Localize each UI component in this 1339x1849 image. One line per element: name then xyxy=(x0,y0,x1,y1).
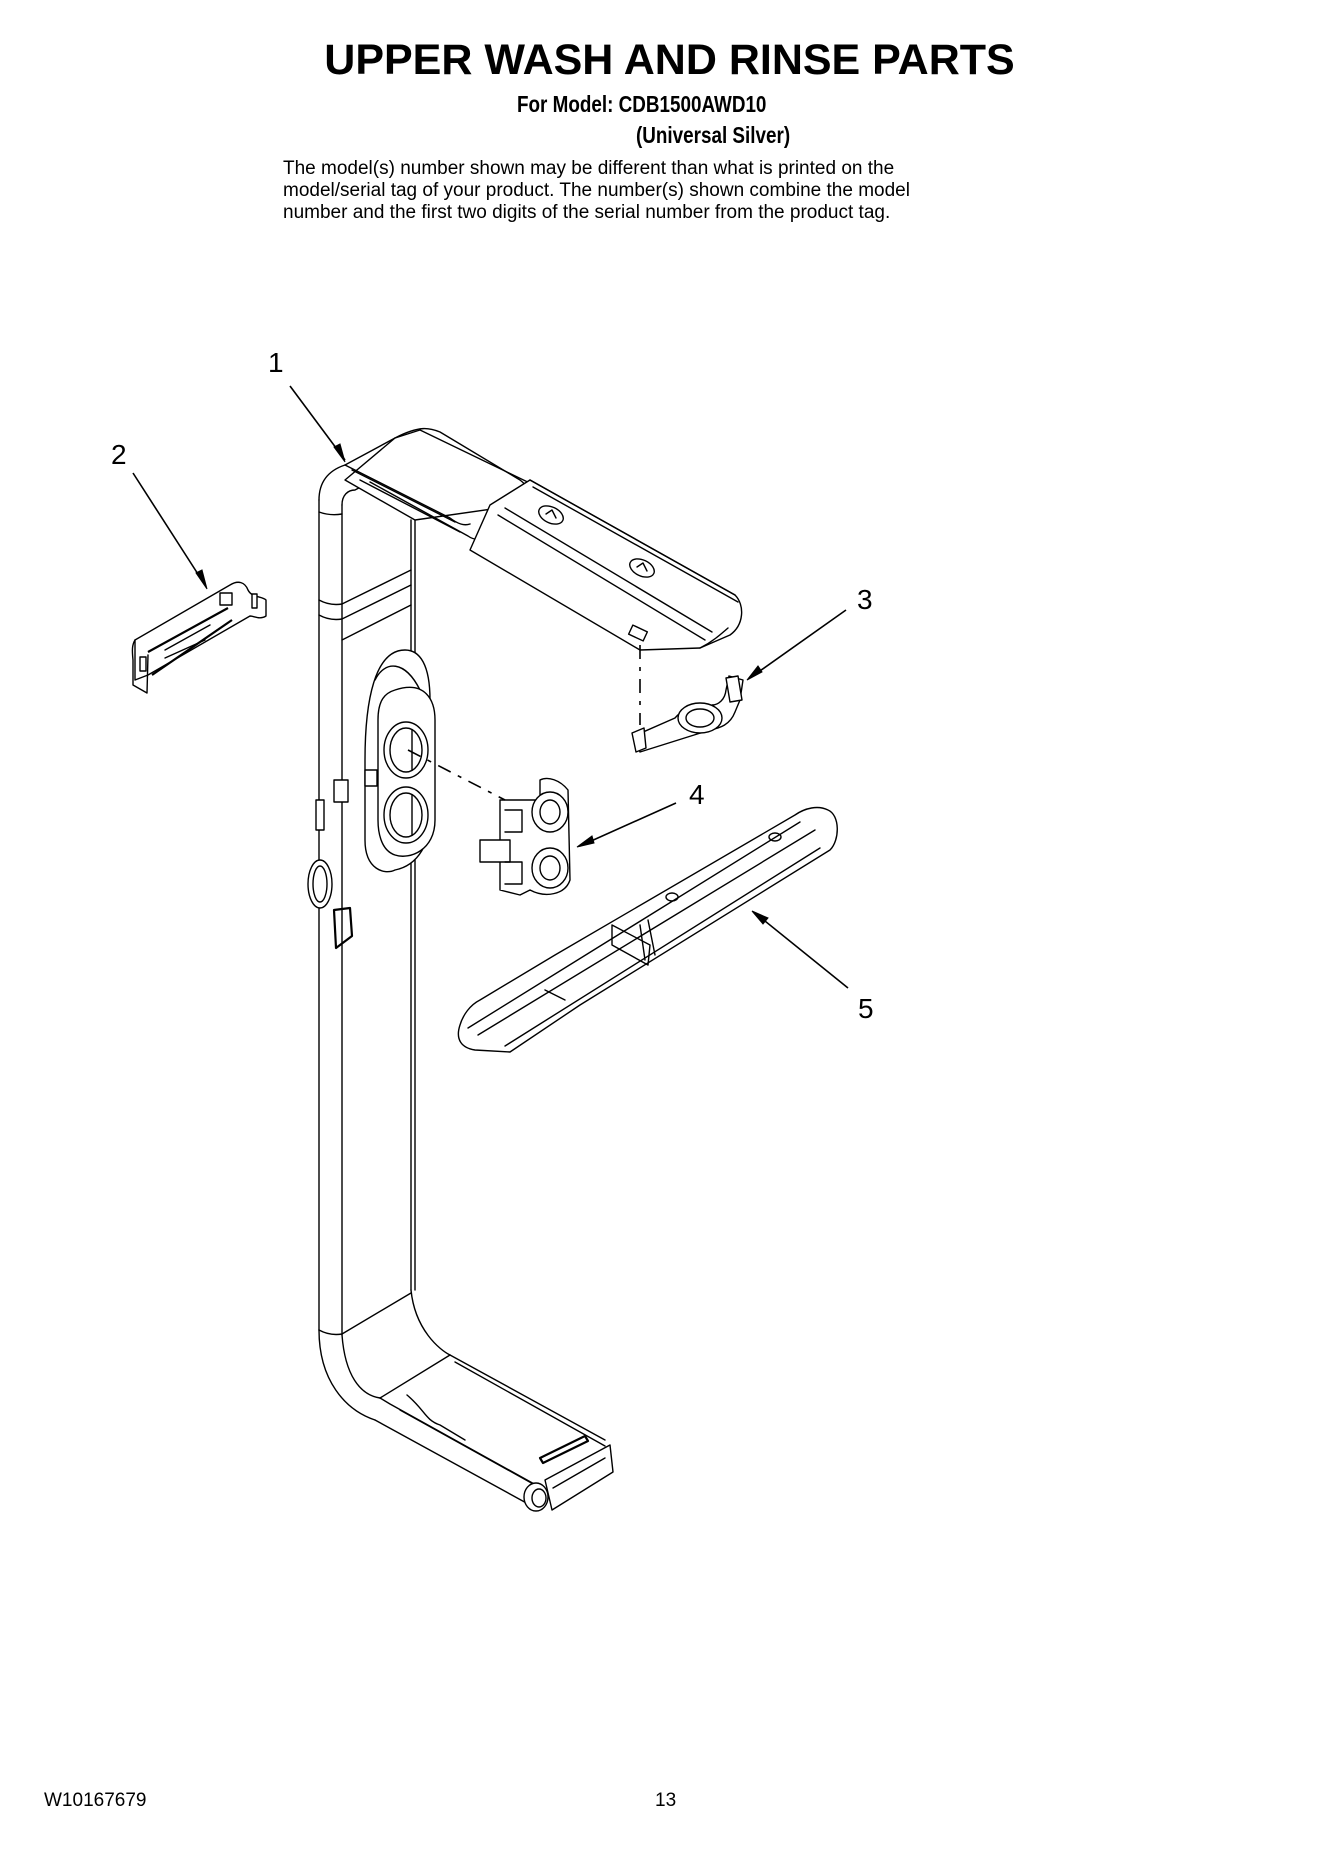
part-5-spray-arm-drawing xyxy=(457,806,838,1053)
callout-5: 5 xyxy=(858,993,874,1024)
part-3-bracket-drawing xyxy=(631,645,744,753)
callout-2: 2 xyxy=(111,439,127,470)
model-variant: (Universal Silver) xyxy=(636,122,791,148)
callout-3: 3 xyxy=(857,584,873,615)
model-number: For Model: CDB1500AWD10 xyxy=(517,91,767,117)
callout-1: 1 xyxy=(268,347,284,378)
model-disclaimer: The model(s) number shown may be differe… xyxy=(283,158,1083,224)
part-1-wash-tube-drawing xyxy=(307,427,743,1512)
document-code: W10167679 xyxy=(44,1790,147,1811)
disclaimer-line: The model(s) number shown may be differe… xyxy=(283,158,895,179)
part-4-seal-drawing xyxy=(407,749,571,896)
callout-4: 4 xyxy=(689,779,705,810)
disclaimer-line: model/serial tag of your product. The nu… xyxy=(283,180,910,201)
disclaimer-line: number and the first two digits of the s… xyxy=(283,202,891,223)
leader-lines xyxy=(132,385,849,989)
part-2-clip-drawing xyxy=(131,581,267,694)
page-number: 13 xyxy=(655,1790,677,1811)
page-title: UPPER WASH AND RINSE PARTS xyxy=(324,36,1015,84)
